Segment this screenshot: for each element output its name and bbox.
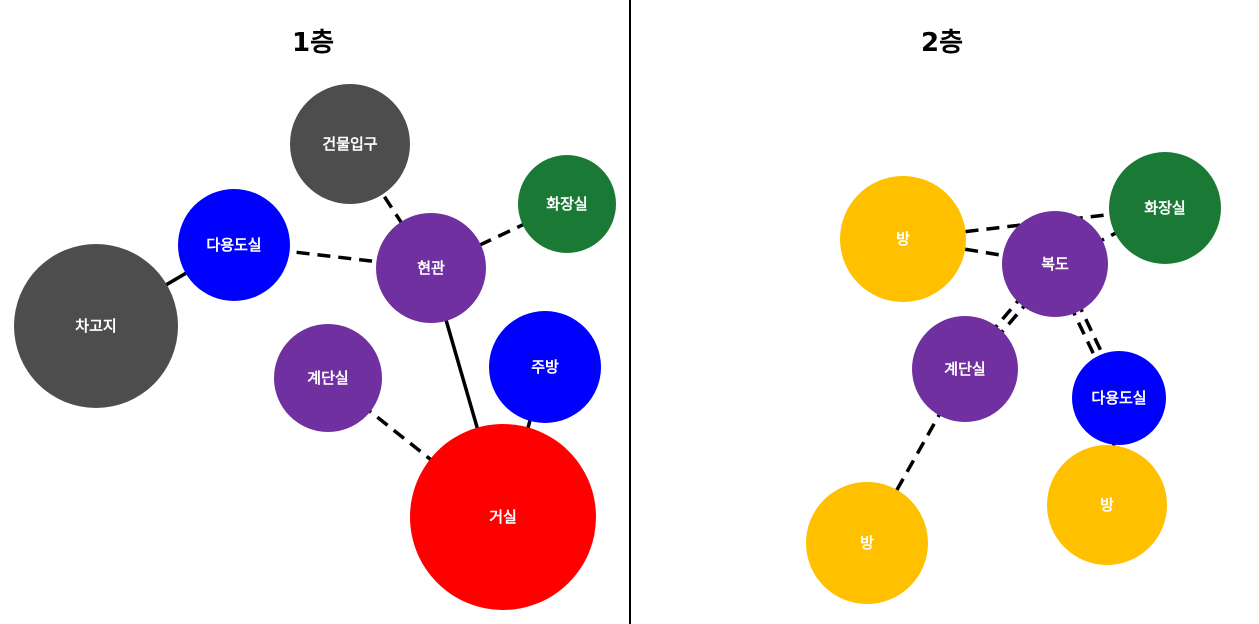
room-circle-stairs2 (912, 316, 1018, 422)
room-node-kitchen: 주방 (489, 311, 601, 423)
room-node-hall: 복도 (1002, 211, 1108, 317)
room-circle-room3 (1047, 445, 1167, 565)
connection-stairs-living-dashed (326, 376, 505, 519)
room-circle-entrance (290, 84, 410, 204)
room-node-living: 거실 (410, 424, 596, 610)
room-label-living: 거실 (489, 508, 517, 526)
room-circle-living (410, 424, 596, 610)
room-node-toilet2: 화장실 (1109, 152, 1221, 264)
room-label-entrance: 건물입구 (322, 135, 377, 153)
room-circle-utility2 (1072, 351, 1166, 445)
room-label-stairs2: 계단실 (944, 360, 985, 378)
room-label-kitchen: 주방 (531, 358, 559, 376)
room-node-toilet: 화장실 (518, 155, 616, 253)
room-circle-room1 (840, 176, 966, 302)
room-circle-kitchen (489, 311, 601, 423)
room-node-entrance: 건물입구 (290, 84, 410, 204)
room-node-stairs2: 계단실 (912, 316, 1018, 422)
room-label-hall: 복도 (1041, 255, 1069, 273)
room-node-foyer: 현관 (376, 213, 486, 323)
room-circle-toilet (518, 155, 616, 253)
room-node-room2: 방 (806, 482, 928, 604)
room-circle-room2 (806, 482, 928, 604)
room-circle-toilet2 (1109, 152, 1221, 264)
room-label-foyer: 현관 (417, 259, 445, 277)
floor-2-title: 2층 (921, 28, 963, 58)
room-circle-stairs (274, 324, 382, 432)
room-circle-utility (178, 189, 290, 301)
room-label-stairs: 계단실 (307, 369, 348, 387)
room-label-utility2: 다용도실 (1091, 389, 1146, 407)
room-node-garage: 차고지 (14, 244, 178, 408)
room-node-stairs: 계단실 (274, 324, 382, 432)
room-node-utility: 다용도실 (178, 189, 290, 301)
room-circle-hall (1002, 211, 1108, 317)
room-circle-garage (14, 244, 178, 408)
room-circle-foyer (376, 213, 486, 323)
room-label-garage: 차고지 (75, 317, 116, 335)
room-node-room3: 방 (1047, 445, 1167, 565)
floor-1-title: 1층 (292, 28, 334, 58)
room-label-room3: 방 (1100, 496, 1114, 514)
room-label-room1: 방 (896, 230, 910, 248)
room-node-utility2: 다용도실 (1072, 351, 1166, 445)
room-label-utility: 다용도실 (206, 236, 261, 254)
room-label-toilet2: 화장실 (1144, 199, 1185, 217)
room-label-toilet: 화장실 (546, 195, 587, 213)
room-label-room2: 방 (860, 534, 874, 552)
room-node-room1: 방 (840, 176, 966, 302)
